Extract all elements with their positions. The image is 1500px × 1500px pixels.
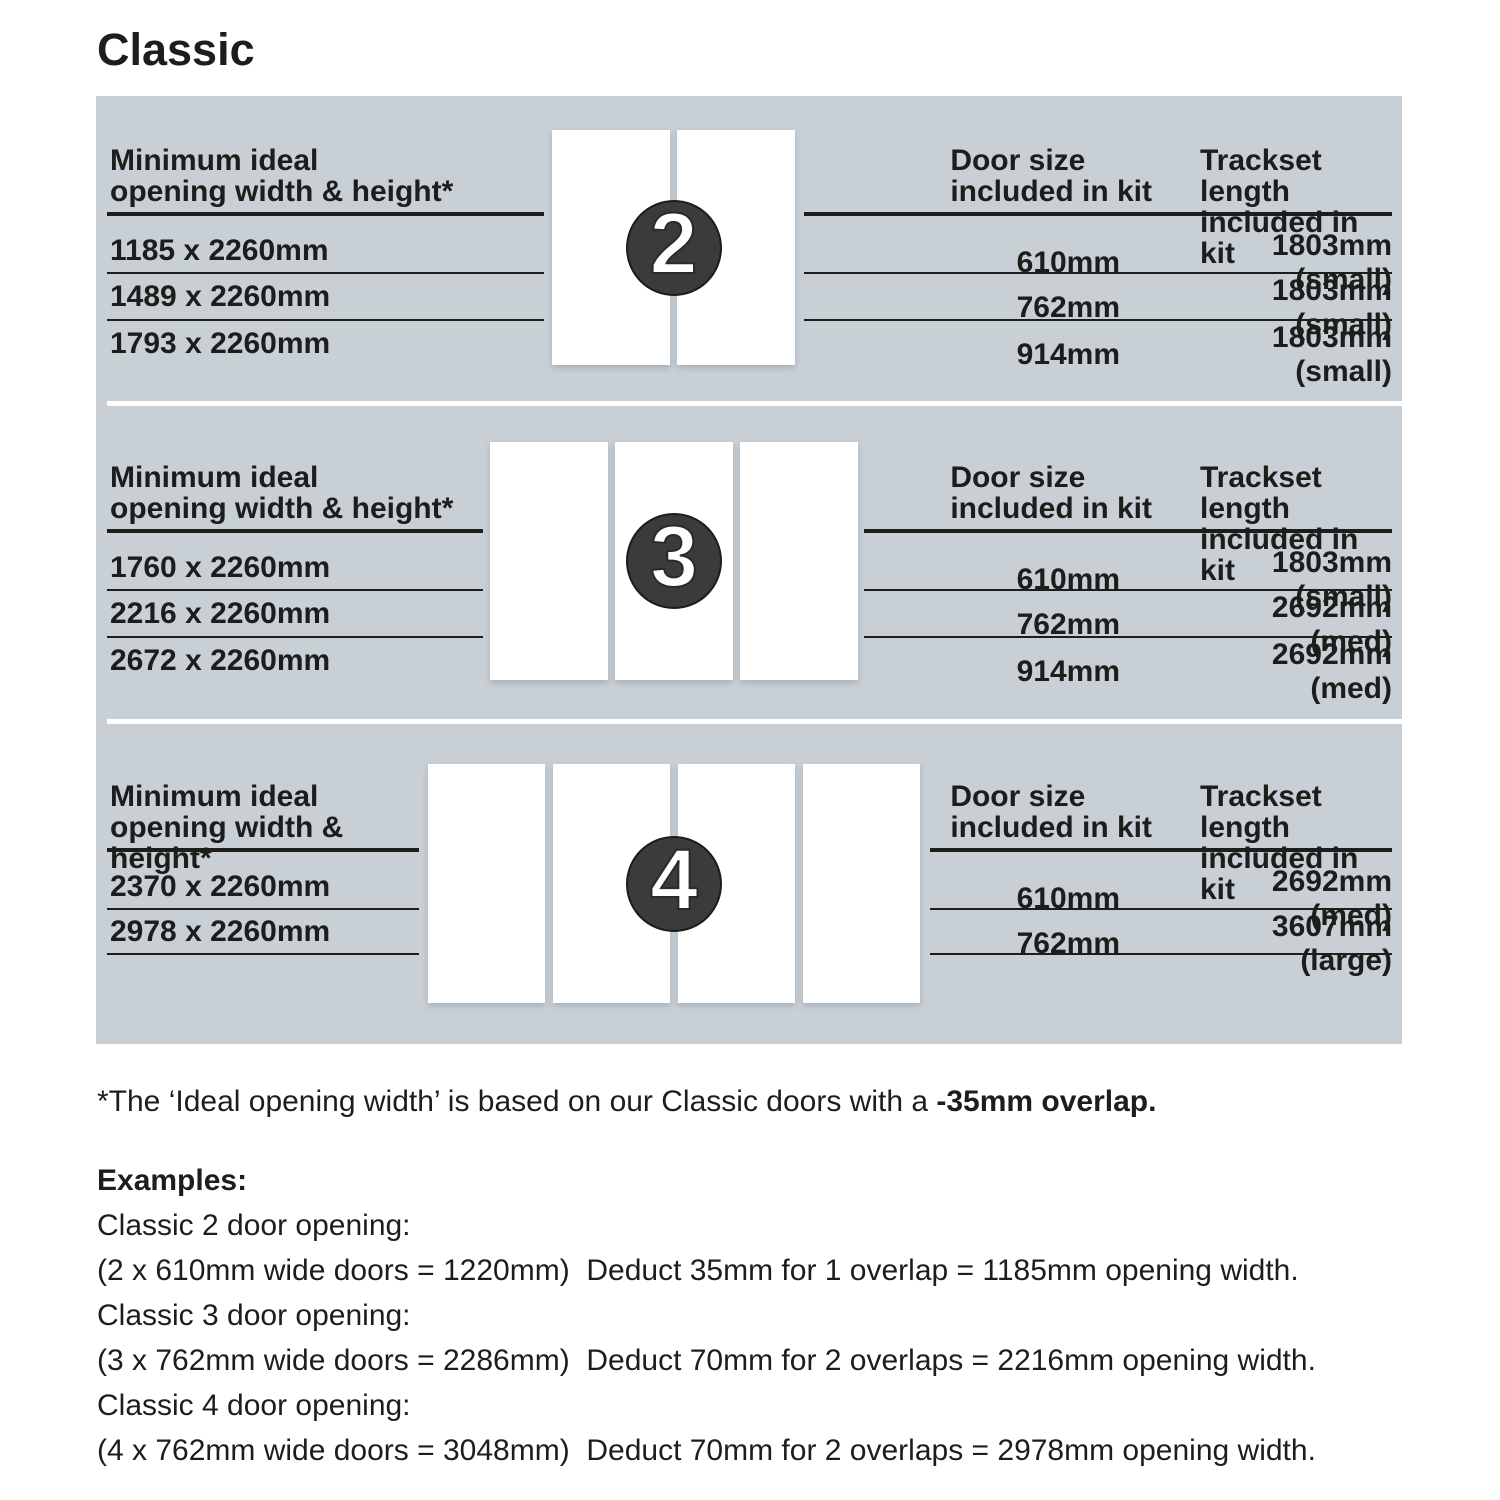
door-size-header-line1: Door size xyxy=(950,780,1086,813)
example-detail: (4 x 762mm wide doors = 3048mm) Deduct 7… xyxy=(97,1434,1316,1467)
trackset-value: 2692mm (med) xyxy=(1271,591,1392,658)
footnote: *The ‘Ideal opening width’ is based on o… xyxy=(97,1085,1156,1119)
info-panel: Minimum ideal opening width & height* 11… xyxy=(96,96,1402,1044)
door-size-value: 762mm xyxy=(1016,608,1120,641)
door-diagram-4-doors: 4 xyxy=(428,764,920,1003)
trackset-value: 1803mm (small) xyxy=(1271,321,1392,388)
section-2-door: Minimum ideal opening width & height* 11… xyxy=(96,96,1402,401)
opening-size-row: 2978 x 2260mm xyxy=(107,908,419,955)
kit-row: 610mm 1803mm (small) xyxy=(864,533,1392,613)
kit-row: 914mm 2692mm (med) xyxy=(864,636,1392,705)
door-diagram-3-doors: 3 xyxy=(490,442,858,680)
opening-size-header: Minimum ideal opening width & height* xyxy=(107,462,483,533)
door-size-value: 610mm xyxy=(1016,246,1120,279)
example-detail: (3 x 762mm wide doors = 2286mm) Deduct 7… xyxy=(97,1344,1316,1377)
trackset-value: 1803mm (small) xyxy=(1271,274,1392,341)
opening-size-header-line2: opening width & height* xyxy=(110,492,454,525)
door-size-value: 610mm xyxy=(1016,563,1120,596)
opening-size-header: Minimum ideal opening width & height* xyxy=(107,780,419,874)
trackset-header-line2: included in kit xyxy=(1200,206,1359,270)
opening-size-table: Minimum ideal opening width & height* 11… xyxy=(107,145,544,366)
trackset-value: 2692mm (med) xyxy=(1271,865,1392,932)
examples-block: Examples: Classic 2 door opening: (2 x 6… xyxy=(97,1158,1316,1473)
trackset-header-line1: Trackset length xyxy=(1200,780,1322,844)
section-4-door: Minimum ideal opening width & height* 23… xyxy=(96,724,1402,1044)
opening-size-header-line1: Minimum ideal xyxy=(110,461,319,494)
opening-size-row: 1185 x 2260mm xyxy=(110,233,329,267)
trackset-header-line1: Trackset length xyxy=(1200,461,1322,525)
kit-table-header: Door size included in kit Trackset lengt… xyxy=(804,145,1392,269)
trackset-value: 1803mm (small) xyxy=(1271,229,1392,296)
opening-size-header-line2: opening width & height* xyxy=(110,811,344,875)
door-size-header: Door size included in kit xyxy=(950,781,1192,905)
door-panel xyxy=(490,442,608,680)
kit-row: 610mm 1803mm (small) xyxy=(804,216,1392,296)
example-label: Classic 3 door opening: xyxy=(97,1299,411,1332)
opening-size-header-line1: Minimum ideal xyxy=(110,780,319,813)
opening-size-row: 2672 x 2260mm xyxy=(107,636,483,683)
door-size-header-line1: Door size xyxy=(950,144,1086,177)
opening-size-header: Minimum ideal opening width & height* xyxy=(107,145,544,216)
opening-size-header-line1: Minimum ideal xyxy=(110,144,319,177)
opening-size-row: 1793 x 2260mm xyxy=(107,319,544,366)
example-label: Classic 2 door opening: xyxy=(97,1209,411,1242)
examples-heading: Examples: xyxy=(97,1164,248,1197)
door-size-value: 914mm xyxy=(1016,338,1120,371)
trackset-value: 3607mm (large) xyxy=(1271,910,1392,977)
door-size-value: 610mm xyxy=(1016,882,1120,915)
door-panel xyxy=(740,442,858,680)
example-detail: (2 x 610mm wide doors = 1220mm) Deduct 3… xyxy=(97,1254,1299,1287)
door-size-value: 914mm xyxy=(1016,655,1120,688)
page-title: Classic xyxy=(97,24,255,75)
kit-table: Door size included in kit Trackset lengt… xyxy=(804,145,1392,388)
footnote-text: *The ‘Ideal opening width’ is based on o… xyxy=(97,1085,937,1118)
kit-row: 914mm 1803mm (small) xyxy=(804,319,1392,388)
opening-size-header-line2: opening width & height* xyxy=(110,175,454,208)
door-diagram-2-doors: 2 xyxy=(552,130,795,365)
trackset-header: Trackset length included in kit xyxy=(1192,145,1392,269)
door-panel xyxy=(803,764,920,1003)
trackset-header: Trackset length included in kit xyxy=(1192,781,1392,905)
kit-row: 610mm 2692mm (med) xyxy=(930,852,1392,932)
kit-row: 762mm 2692mm (med) xyxy=(864,589,1392,658)
opening-size-row: 2216 x 2260mm xyxy=(107,589,483,636)
door-count-badge: 4 xyxy=(626,835,722,932)
trackset-header-line2: included in kit xyxy=(1200,842,1359,906)
trackset-value: 1803mm (small) xyxy=(1271,546,1392,613)
door-size-header: Door size included in kit xyxy=(950,462,1192,586)
door-size-header-line2: included in kit xyxy=(950,175,1152,208)
opening-size-row: 1760 x 2260mm xyxy=(110,550,331,584)
door-size-value: 762mm xyxy=(1016,927,1120,960)
kit-table: Door size included in kit Trackset lengt… xyxy=(864,462,1392,705)
door-size-header-line2: included in kit xyxy=(950,492,1152,525)
trackset-header-line1: Trackset length xyxy=(1200,144,1322,208)
section-3-door: Minimum ideal opening width & height* 17… xyxy=(96,406,1402,719)
trackset-header: Trackset length included in kit xyxy=(1192,462,1392,586)
kit-table: Door size included in kit Trackset lengt… xyxy=(930,781,1392,977)
kit-table-header: Door size included in kit Trackset lengt… xyxy=(864,462,1392,586)
kit-table-header: Door size included in kit Trackset lengt… xyxy=(930,781,1392,905)
opening-size-table: Minimum ideal opening width & height* 17… xyxy=(107,462,483,683)
kit-row: 762mm 1803mm (small) xyxy=(804,272,1392,341)
section-divider xyxy=(107,719,1402,724)
example-label: Classic 4 door opening: xyxy=(97,1389,411,1422)
door-size-header: Door size included in kit xyxy=(950,145,1192,269)
door-panel xyxy=(428,764,545,1003)
door-size-header-line2: included in kit xyxy=(950,811,1152,844)
kit-row: 762mm 3607mm (large) xyxy=(930,908,1392,977)
trackset-header-line2: included in kit xyxy=(1200,523,1359,587)
door-count-badge: 2 xyxy=(625,199,722,296)
opening-size-table: Minimum ideal opening width & height* 23… xyxy=(107,781,419,955)
door-size-header-line1: Door size xyxy=(950,461,1086,494)
door-count-badge: 3 xyxy=(626,513,722,609)
opening-size-row: 2370 x 2260mm xyxy=(110,869,331,903)
opening-size-row: 1489 x 2260mm xyxy=(107,272,544,319)
door-size-value: 762mm xyxy=(1016,291,1120,324)
section-divider xyxy=(107,401,1402,406)
footnote-bold-text: -35mm overlap. xyxy=(936,1085,1157,1118)
trackset-value: 2692mm (med) xyxy=(1271,638,1392,705)
